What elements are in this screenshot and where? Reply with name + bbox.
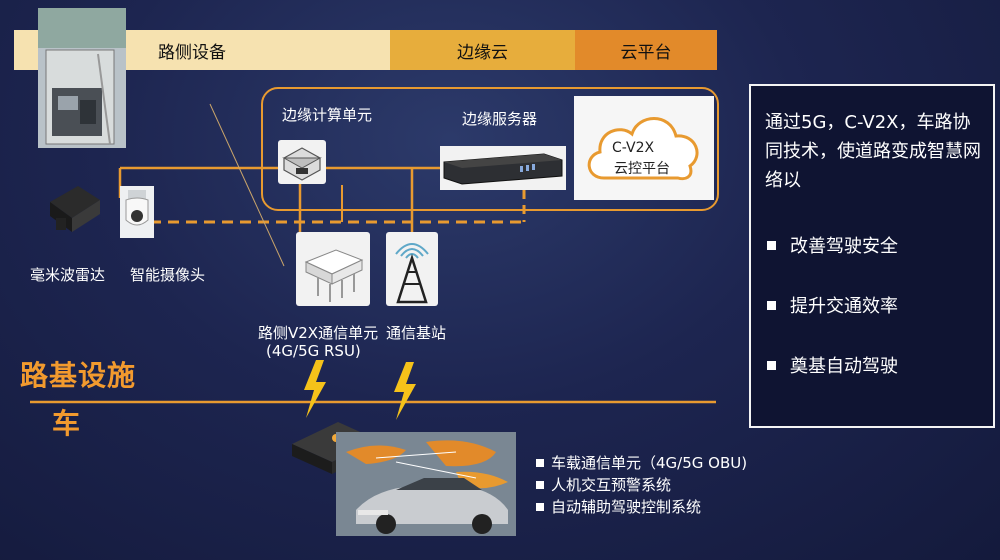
- summary-panel: 通过5G，C-V2X，车路协同技术，使道路变成智慧网络以 改善驾驶安全 提升交通…: [749, 84, 995, 428]
- lightning-icon: [300, 360, 328, 418]
- cloud-platform-title: C-V2X: [612, 140, 654, 156]
- edge-compute-label: 边缘计算单元: [282, 104, 372, 125]
- rsu-sublabel: (4G/5G RSU): [266, 342, 361, 360]
- edge-compute-device-icon: [278, 140, 326, 184]
- rsu-device-icon: [296, 232, 370, 306]
- panel-bullet: 提升交通效率: [767, 292, 898, 318]
- cloud-platform-subtitle: 云控平台: [614, 158, 670, 178]
- vehicle-item: 车载通信单元（4G/5G OBU): [536, 452, 747, 473]
- panel-bullet: 改善驾驶安全: [767, 232, 898, 258]
- camera-icon: [120, 186, 154, 238]
- edge-server-icon: [440, 146, 566, 190]
- vehicle-item: 人机交互预警系统: [536, 474, 671, 495]
- panel-bullet: 奠基自动驾驶: [767, 352, 898, 378]
- base-station-label: 通信基站: [386, 322, 446, 343]
- panel-intro: 通过5G，C-V2X，车路协同技术，使道路变成智慧网络以: [765, 108, 985, 195]
- car-map-photo: [336, 432, 516, 536]
- vehicle-item: 自动辅助驾驶控制系统: [536, 496, 701, 517]
- infrastructure-title: 路基设施: [20, 354, 136, 394]
- edge-server-label: 边缘服务器: [462, 108, 537, 129]
- base-station-icon: [386, 232, 438, 306]
- lightning-icon: [390, 362, 418, 420]
- vehicle-title: 车: [52, 402, 81, 442]
- rsu-label: 路侧V2X通信单元: [258, 322, 378, 343]
- camera-label: 智能摄像头: [130, 264, 205, 285]
- radar-icon: [44, 178, 104, 238]
- radar-label: 毫米波雷达: [30, 264, 105, 285]
